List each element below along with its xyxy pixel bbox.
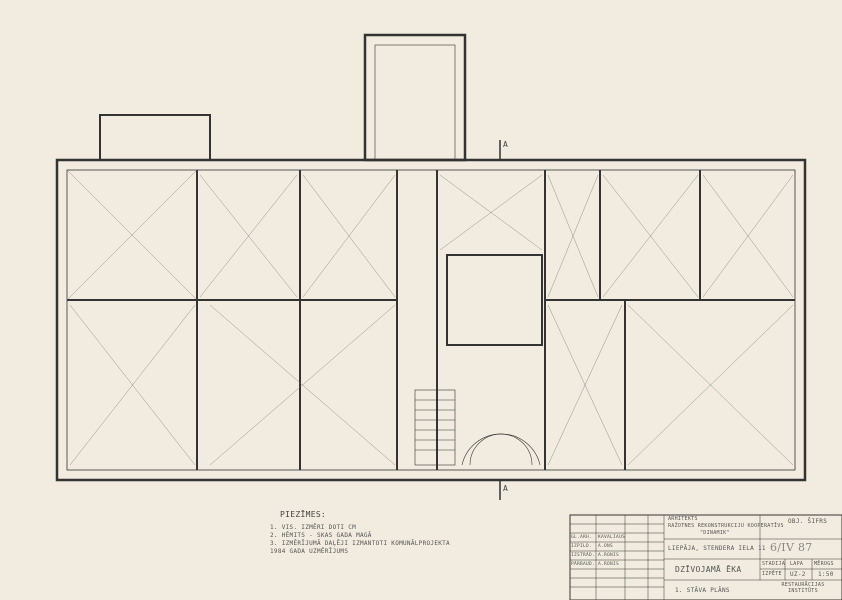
notes-title: PIEZĪMES: — [280, 510, 327, 519]
annex-left — [99, 114, 211, 161]
address: LIEPĀJA, STENDERA IELA 11 — [668, 545, 766, 552]
stage-label: STADIJA — [762, 561, 786, 567]
role-name: KAVALIAUS — [598, 535, 626, 540]
role-name: A.RONIS — [598, 553, 620, 558]
role-name: A.ONS — [598, 544, 614, 549]
note-1: 1. VIS. IZMĒRI DOTI CM — [270, 524, 357, 531]
role-label: PĀRBAUD. — [571, 562, 596, 567]
object-name: DZĪVOJAMĀ ĒKA — [675, 565, 742, 574]
section-label-top: A — [503, 140, 509, 149]
role-name: A.RONIS — [598, 562, 620, 567]
role-label: GL.ARH. — [571, 535, 593, 540]
institute: RESTAURĀCIJAS INSTITŪTS — [781, 582, 825, 594]
role-label: IZPILD. — [571, 544, 593, 549]
stage: IZPĒTE — [762, 571, 782, 577]
note-3: 3. IZMĒRĪJUMĀ DAĻĒJI IZMANTOTI KOMUNĀLPR… — [270, 540, 450, 547]
sheet-label: LAPA — [790, 561, 804, 567]
title-block-frame — [569, 514, 842, 600]
annex-north — [363, 33, 467, 162]
role-label: IZSTRĀD. — [571, 553, 596, 558]
coop-name: "DINAMIK" — [700, 530, 730, 536]
drawing-name: 1. STĀVA PLĀNS — [675, 587, 730, 594]
handwritten-date: 6/IV 87 — [770, 541, 813, 554]
org: ARHITEKTS — [668, 516, 698, 522]
sheet: UZ-2 — [790, 571, 806, 578]
object-code-label: OBJ. ŠIFRS — [788, 518, 828, 525]
note-2: 2. HĒMITS - SKAS GADA MAGĀ — [270, 532, 372, 539]
scale: 1:50 — [818, 571, 834, 578]
section-label-bottom: A — [503, 484, 509, 493]
note-4: 1984 GADA UZMĒRĪJUMS — [270, 548, 349, 555]
staircase — [414, 389, 541, 466]
scale-label: MĒROGS — [814, 561, 834, 567]
coop: RAŽOTNES REKONSTRUKCIJU KOOPERATĪVS — [668, 523, 784, 529]
